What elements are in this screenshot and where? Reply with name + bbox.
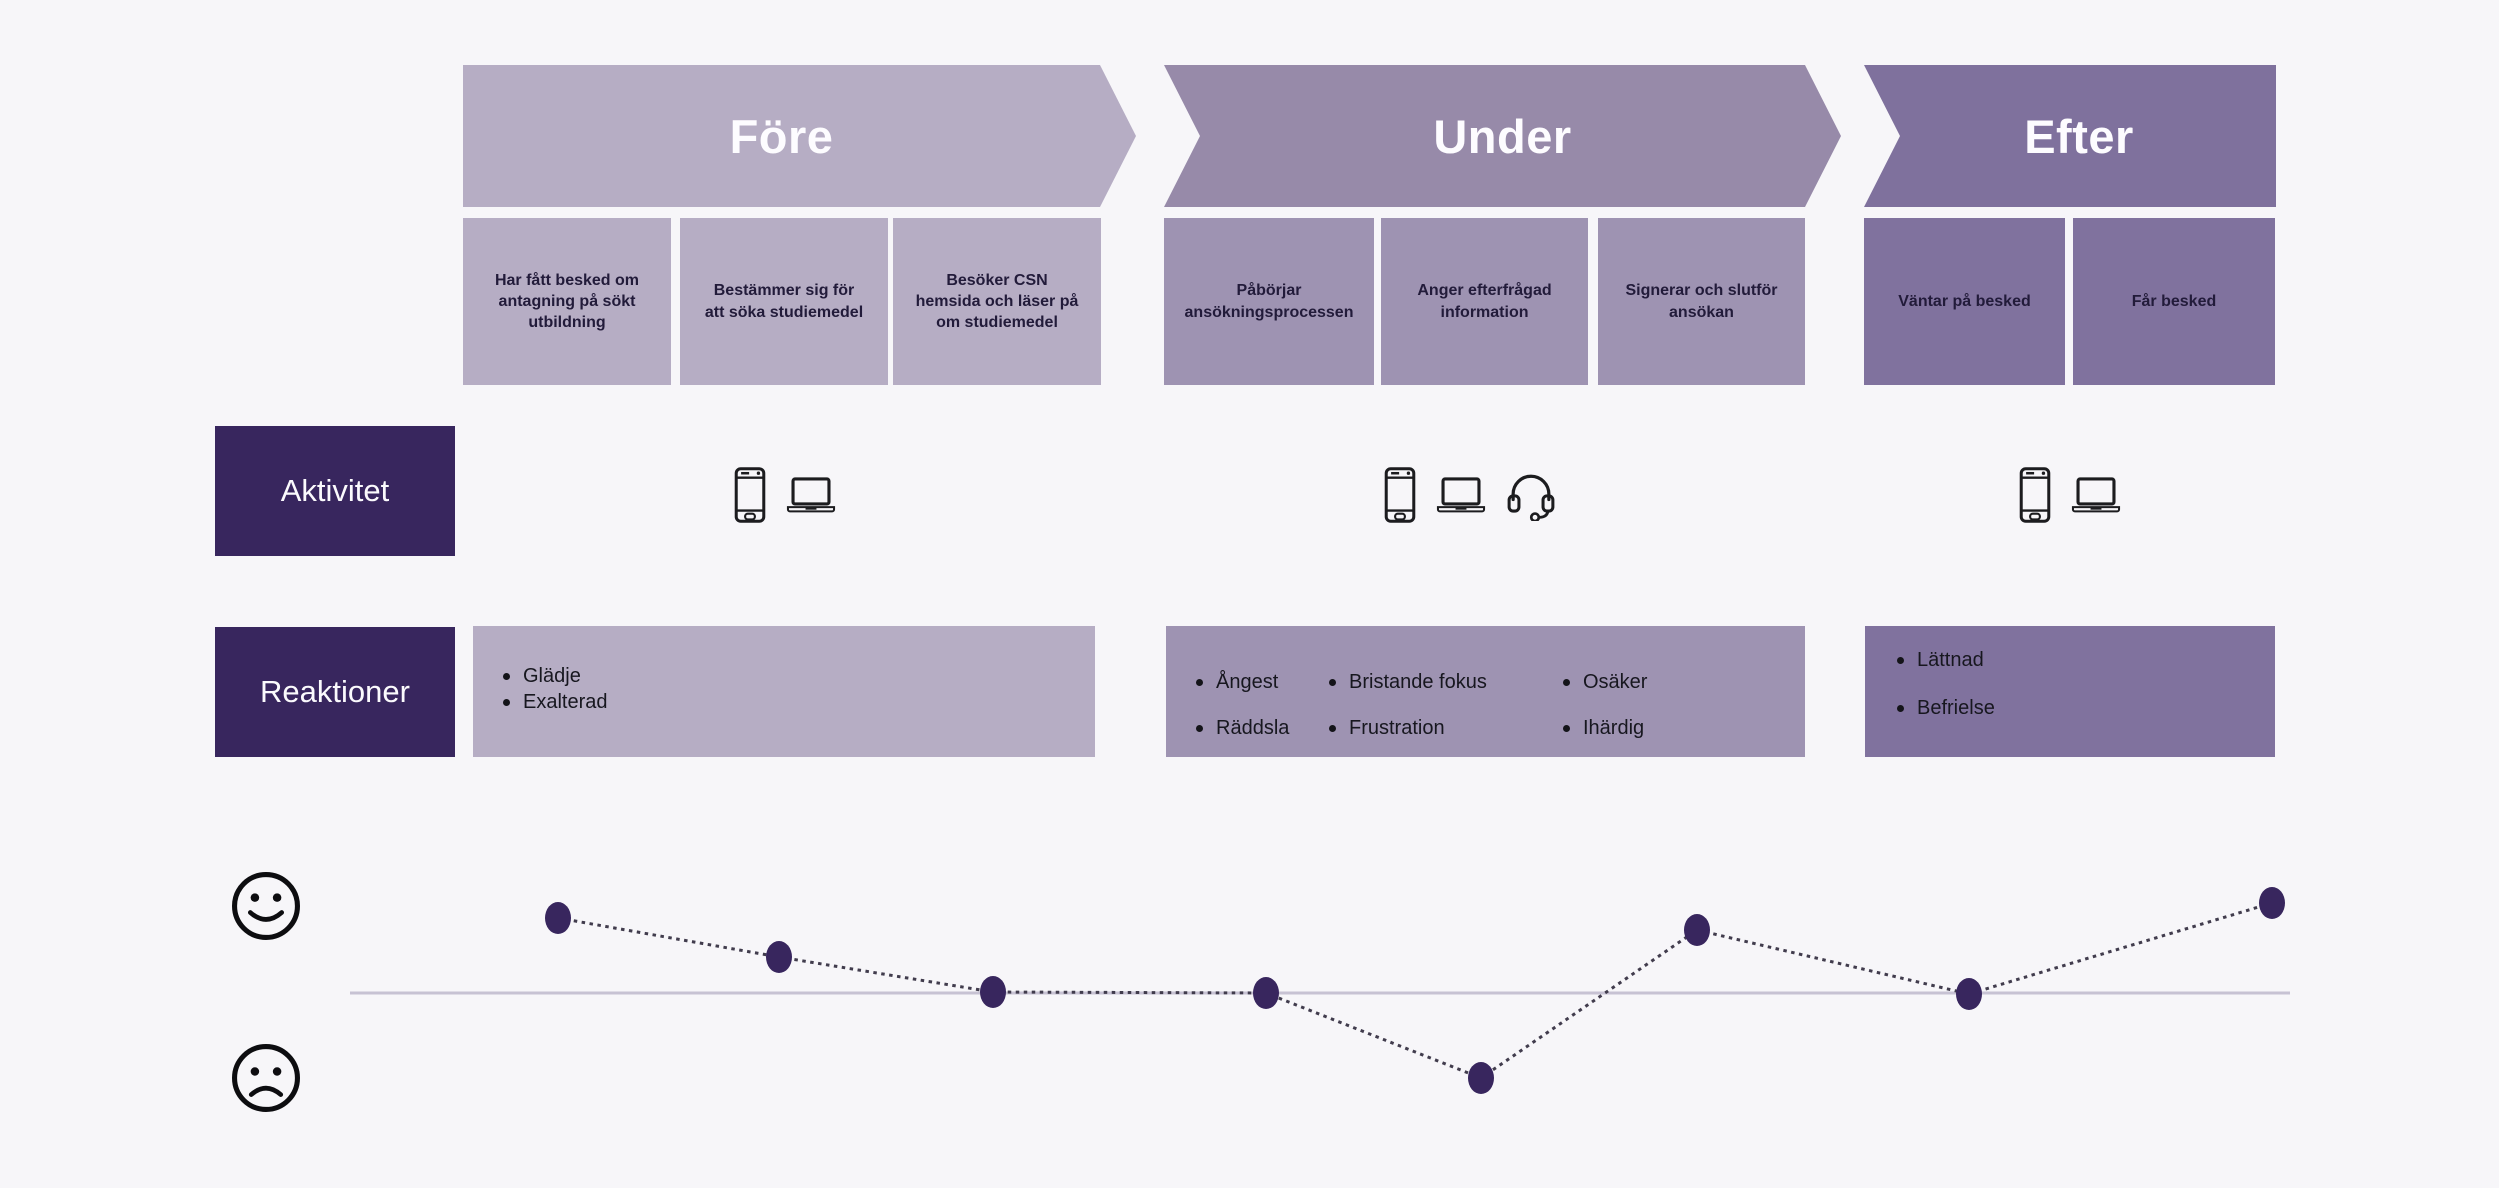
bullet-icon <box>1196 725 1203 732</box>
step-box: Besöker CSN hemsida och läser på om stud… <box>893 218 1101 385</box>
reaction-item: Frustration <box>1329 717 1563 740</box>
row-label-reaktioner: Reaktioner <box>215 627 455 757</box>
reactions-fore: Glädje Exalterad <box>473 626 1095 757</box>
step-box: Påbörjar ansökningsprocessen <box>1164 218 1374 385</box>
reaction-text: Bristande fokus <box>1349 671 1487 693</box>
step-box: Väntar på besked <box>1864 218 2065 385</box>
reaction-text: Räddsla <box>1216 717 1290 739</box>
reaction-item: Räddsla <box>1196 717 1329 740</box>
phase-header-efter: Efter <box>1864 65 2276 207</box>
row-label-text: Aktivitet <box>280 473 390 508</box>
emotion-point <box>1956 978 1982 1010</box>
step-text: Signerar och slutför ansökan <box>1625 282 1778 321</box>
step-text: Besöker CSN hemsida och läser på om stud… <box>915 271 1079 332</box>
emotion-point <box>1684 914 1710 946</box>
bullet-icon <box>503 672 510 680</box>
bullet-icon <box>1329 679 1336 686</box>
reaction-item: Ångest <box>1196 671 1329 694</box>
emotion-dotted-line <box>557 901 2273 1080</box>
activity-icons-fore <box>700 458 870 532</box>
reaction-item: Befrielse <box>1897 696 2275 720</box>
step-box: Anger efterfrågad information <box>1381 218 1588 385</box>
reaction-item: Lättnad <box>1897 648 2275 672</box>
reaction-text: Lättnad <box>1917 648 1984 671</box>
reaction-column: Ångest Räddsla <box>1196 671 1329 757</box>
step-box: Bestämmer sig för att söka studiemedel <box>680 218 888 385</box>
emotion-point <box>545 902 571 934</box>
bullet-icon <box>503 698 510 706</box>
smartphone-icon <box>1384 467 1416 523</box>
step-text: Påbörjar ansökningsprocessen <box>1184 282 1354 321</box>
laptop-icon <box>1436 477 1486 513</box>
emotion-point <box>1253 977 1279 1009</box>
phase-header-fore: Före <box>463 65 1136 207</box>
row-label-text: Reaktioner <box>260 674 410 709</box>
reaction-item: Osäker <box>1563 671 1647 694</box>
emotion-point <box>980 976 1006 1008</box>
step-box: Får besked <box>2073 218 2275 385</box>
sad-face-icon <box>232 1044 300 1112</box>
headset-icon <box>1507 474 1555 521</box>
step-box: Har fått besked om antagning på sökt utb… <box>463 218 671 385</box>
bullet-icon <box>1329 725 1336 732</box>
reaction-text: Ångest <box>1216 671 1279 693</box>
activity-icons-efter <box>1985 458 2155 532</box>
step-text: Väntar på besked <box>1898 292 2031 310</box>
reaction-item: Bristande fokus <box>1329 671 1563 694</box>
reaction-text: Exalterad <box>523 690 608 713</box>
bullet-icon <box>1196 679 1203 686</box>
phase-label: Under <box>1433 109 1572 163</box>
step-text: Har fått besked om antagning på sökt utb… <box>494 271 640 332</box>
row-label-aktivitet: Aktivitet <box>215 426 455 556</box>
laptop-icon <box>786 477 836 513</box>
step-text: Bestämmer sig för att söka studiemedel <box>704 282 864 321</box>
emotion-point <box>766 941 792 973</box>
emotion-point <box>1468 1062 1494 1094</box>
reaction-text: Glädje <box>523 664 581 687</box>
bullet-icon <box>1563 725 1570 732</box>
bullet-icon <box>1897 704 1904 712</box>
bullet-icon <box>1563 679 1570 686</box>
reaction-item: Ihärdig <box>1563 717 1647 740</box>
reactions-under: Ångest Räddsla Bristande fokus Frustrati… <box>1166 626 1805 757</box>
reactions-efter: Lättnad Befrielse <box>1865 626 2275 757</box>
reaction-text: Osäker <box>1583 671 1648 693</box>
smartphone-icon <box>734 467 766 523</box>
reaction-item: Exalterad <box>503 689 1095 715</box>
phase-header-under: Under <box>1164 65 1841 207</box>
reaction-text: Frustration <box>1349 717 1445 739</box>
happy-face-icon <box>232 872 300 940</box>
reaction-column: Osäker Ihärdig <box>1563 671 1647 757</box>
bullet-icon <box>1897 656 1904 664</box>
step-box: Signerar och slutför ansökan <box>1598 218 1805 385</box>
reaction-item: Glädje <box>503 663 1095 689</box>
reaction-column: Bristande fokus Frustration <box>1329 671 1563 757</box>
smartphone-icon <box>2019 467 2051 523</box>
phase-label: Före <box>729 109 834 163</box>
emotion-point <box>2259 887 2285 919</box>
reaction-text: Ihärdig <box>1583 717 1645 739</box>
laptop-icon <box>2071 477 2121 513</box>
phase-label: Efter <box>2024 109 2134 163</box>
step-text: Anger efterfrågad information <box>1417 282 1552 321</box>
reaction-text: Befrielse <box>1917 696 1995 719</box>
activity-icons-under <box>1355 458 1585 532</box>
step-text: Får besked <box>2131 292 2217 310</box>
